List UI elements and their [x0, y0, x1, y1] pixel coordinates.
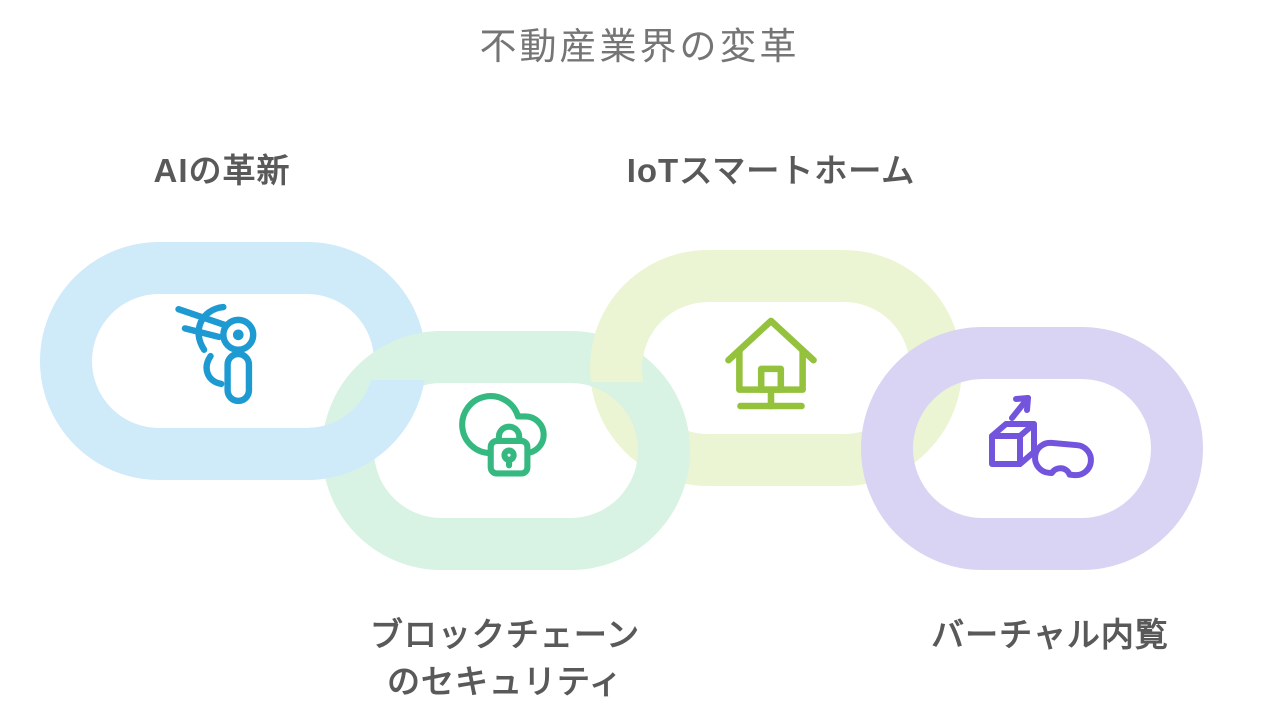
label-blockchain-security: ブロックチェーン のセキュリティ: [305, 612, 705, 706]
label-blockchain-line2: のセキュリティ: [386, 662, 624, 700]
page-title: 不動産業界の変革: [479, 26, 800, 67]
robot-arm-icon: [170, 290, 298, 418]
label-ai-innovation: AIの革新: [153, 152, 291, 189]
label-virtual-tour: バーチャル内覧: [931, 616, 1169, 653]
label-blockchain-line1: ブロックチェーン: [369, 616, 641, 653]
cloud-lock-icon: [450, 390, 562, 502]
vr-headset-icon: [980, 386, 1106, 498]
label-iot-smart-home: IoTスマートホーム: [626, 152, 916, 189]
smart-home-icon: [711, 298, 831, 418]
